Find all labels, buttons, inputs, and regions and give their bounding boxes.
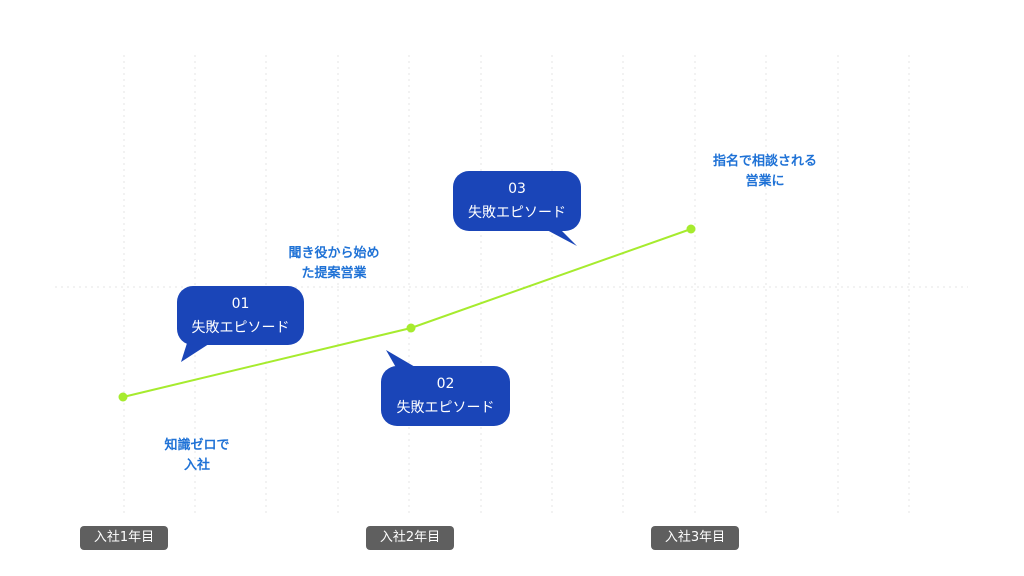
bubble-tail-3 (545, 229, 577, 246)
milestone-note-line: 知識ゼロで (164, 438, 230, 453)
grid-lines (55, 55, 968, 515)
milestone-point-3 (686, 224, 696, 234)
milestone-points (118, 224, 696, 402)
milestone-note-line: た提案営業 (301, 266, 367, 281)
milestone-point-1 (118, 392, 128, 402)
milestone-note-line: 入社 (183, 458, 210, 473)
year-badge-1: 入社1年目 (80, 526, 168, 550)
milestone-note-line: 営業に (745, 174, 785, 189)
bubble-tail-2 (386, 350, 422, 371)
bubble-tail-1 (181, 340, 215, 362)
milestone-note-3: 指名で相談される 営業に (695, 152, 835, 192)
episode-number: 03 (508, 181, 526, 197)
episode-number: 01 (231, 296, 250, 312)
episode-bubble-01: 01 失敗エピソード (177, 286, 304, 345)
episode-label: 失敗エピソード (468, 205, 566, 221)
episode-bubble-03: 03 失敗エピソード (453, 171, 581, 231)
bubble-tails (181, 229, 577, 371)
year-badge-2: 入社2年目 (366, 526, 454, 550)
milestone-note-line: 聞き役から始め (288, 246, 380, 261)
year-badge-3: 入社3年目 (651, 526, 739, 550)
milestone-note-2: 聞き役から始め た提案営業 (275, 244, 393, 284)
milestone-note-line: 指名で相談される (712, 154, 817, 169)
episode-label: 失敗エピソード (396, 400, 495, 416)
episode-number: 02 (436, 376, 455, 392)
milestone-note-1: 知識ゼロで 入社 (150, 436, 244, 476)
milestone-point-2 (406, 323, 416, 333)
episode-bubble-02: 02 失敗エピソード (381, 366, 510, 426)
episode-label: 失敗エピソード (191, 320, 290, 336)
